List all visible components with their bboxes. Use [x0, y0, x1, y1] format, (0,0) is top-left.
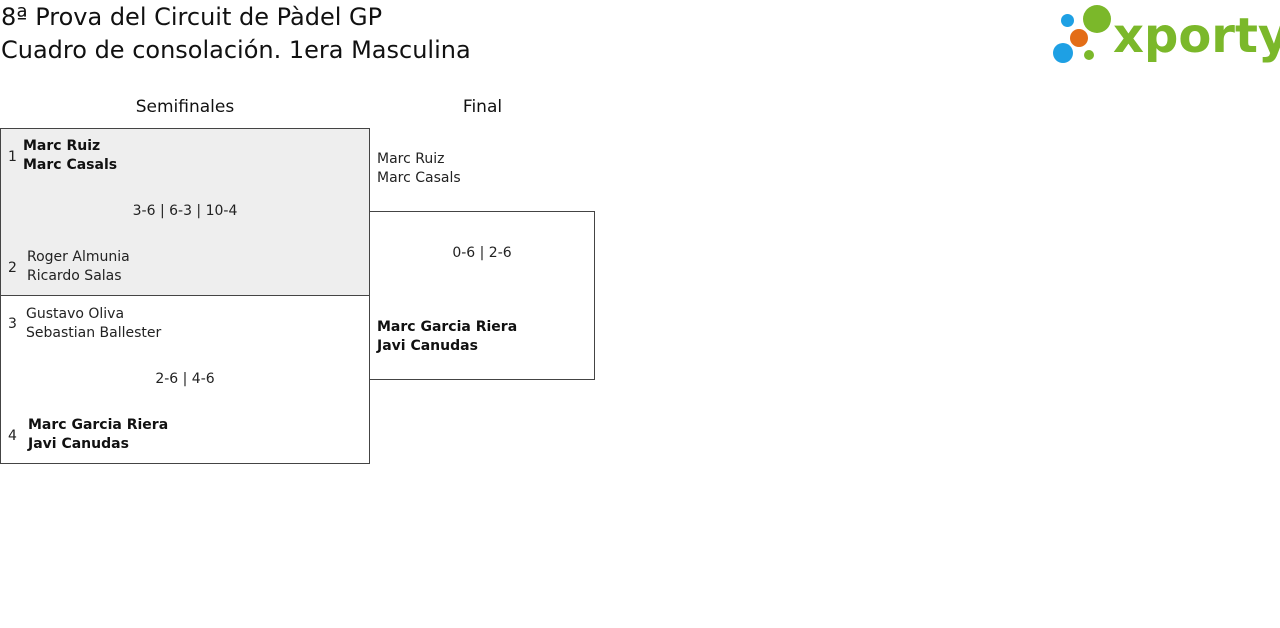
logo-dot-green-small [1084, 50, 1094, 60]
team-loser[interactable]: Gustavo Oliva Sebastian Ballester [26, 305, 161, 343]
final-team-b-winner[interactable]: Marc Garcia Riera Javi Canudas [377, 318, 517, 356]
match-score: 0-6 | 2-6 [452, 245, 512, 261]
match-score: 3-6 | 6-3 | 10-4 [132, 203, 238, 219]
round-header-final: Final [462, 97, 503, 117]
final-match[interactable]: 0-6 | 2-6 Marc Garcia Riera Javi Canudas [369, 211, 595, 380]
seed-number: 2 [8, 260, 17, 276]
tournament-name: 8ª Prova del Circuit de Pàdel GP [1, 3, 383, 31]
team-winner[interactable]: Marc Ruiz Marc Casals [23, 137, 117, 175]
player-name: Marc Garcia Riera [28, 417, 169, 433]
logo-dot-blue-large [1053, 43, 1073, 63]
player-name: Javi Canudas [377, 338, 478, 354]
logo-wordmark: xporty [1113, 8, 1280, 64]
page-title: 8ª Prova del Circuit de Pàdel GP Cuadro … [1, 1, 471, 67]
seed-number: 3 [8, 316, 17, 332]
final-team-a[interactable]: Marc Ruiz Marc Casals [377, 150, 461, 188]
player-name: Javi Canudas [28, 436, 129, 452]
xporty-logo[interactable]: xporty [1050, 4, 1280, 66]
seed-number: 1 [8, 149, 17, 165]
player-name: Marc Casals [23, 157, 118, 173]
player-name: Roger Almunia [27, 249, 130, 265]
logo-dot-blue-small [1061, 14, 1074, 27]
player-name: Sebastian Ballester [26, 325, 162, 341]
match-score: 2-6 | 4-6 [155, 371, 215, 387]
player-name: Marc Ruiz [23, 138, 101, 154]
player-name: Marc Casals [377, 170, 461, 186]
team-loser[interactable]: Roger Almunia Ricardo Salas [27, 248, 130, 286]
logo-dot-orange [1070, 29, 1088, 47]
draw-name: Cuadro de consolación. 1era Masculina [1, 36, 471, 64]
player-name: Marc Ruiz [377, 151, 445, 167]
player-name: Ricardo Salas [27, 268, 122, 284]
semifinal-match-2[interactable]: 3 Gustavo Oliva Sebastian Ballester 2-6 … [0, 295, 370, 464]
player-name: Marc Garcia Riera [377, 319, 518, 335]
semifinal-match-1[interactable]: 1 Marc Ruiz Marc Casals 3-6 | 6-3 | 10-4… [0, 128, 370, 296]
logo-dot-green-large [1083, 5, 1111, 33]
team-winner[interactable]: Marc Garcia Riera Javi Canudas [28, 416, 168, 454]
player-name: Gustavo Oliva [26, 306, 125, 322]
seed-number: 4 [8, 428, 17, 444]
round-header-semifinals: Semifinales [135, 97, 235, 117]
